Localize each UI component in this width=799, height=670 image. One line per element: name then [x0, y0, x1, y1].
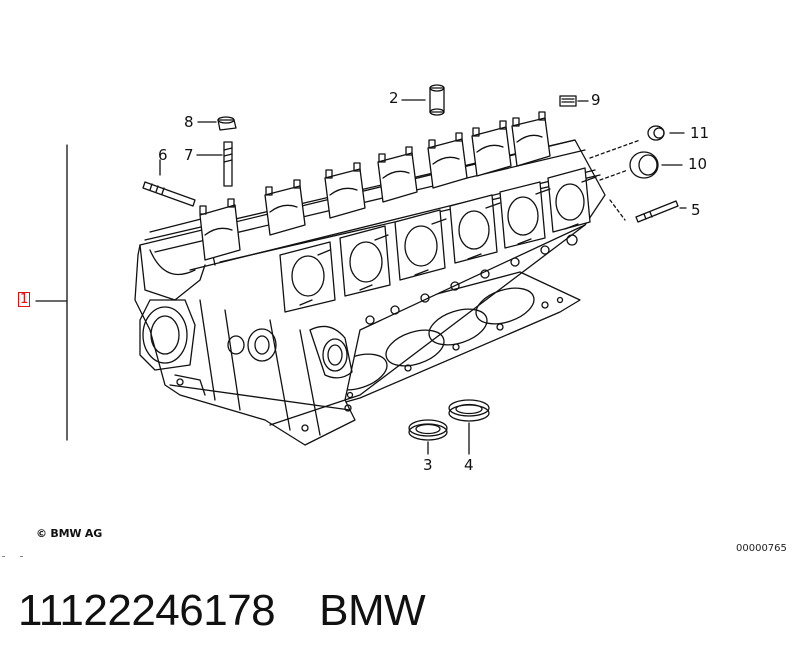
part-9-plug: [559, 95, 589, 107]
part-11-cap: [589, 125, 685, 159]
part-10-cap: [599, 151, 683, 181]
divider-mark: [20, 556, 23, 557]
part-2-sleeve: [401, 84, 445, 116]
drawing-number: 00000765: [736, 543, 787, 554]
copyright-notice: © BMW AG: [36, 527, 103, 540]
part-5-stud: [609, 199, 687, 223]
callout-10[interactable]: 10: [688, 155, 708, 173]
part-4-ring: [448, 399, 490, 455]
callout-7[interactable]: 7: [184, 146, 194, 164]
part-3-ring: [408, 419, 448, 455]
brand-name: BMW: [319, 586, 426, 635]
callout-1-bracket: [35, 144, 68, 441]
part-6-stud: [142, 181, 196, 207]
callout-1[interactable]: 1: [18, 292, 31, 307]
part-caption: 11122246178 BMW: [18, 586, 426, 636]
part-number: 11122246178: [18, 586, 276, 635]
manifold-ports: [279, 167, 597, 325]
divider-mark: [2, 556, 5, 557]
callout-2[interactable]: 2: [389, 89, 399, 107]
callout-3[interactable]: 3: [423, 456, 433, 474]
part-8-nut: [197, 116, 237, 131]
cylinder-head-diagram: [35, 84, 687, 455]
cam-bearing-towers: [199, 111, 551, 261]
part-7-stud: [196, 141, 233, 187]
callout-6[interactable]: 6: [158, 146, 168, 164]
callout-9[interactable]: 9: [591, 91, 601, 109]
callout-11[interactable]: 11: [690, 124, 710, 142]
callout-5[interactable]: 5: [691, 201, 701, 219]
callout-8[interactable]: 8: [184, 113, 194, 131]
callout-4[interactable]: 4: [464, 456, 474, 474]
